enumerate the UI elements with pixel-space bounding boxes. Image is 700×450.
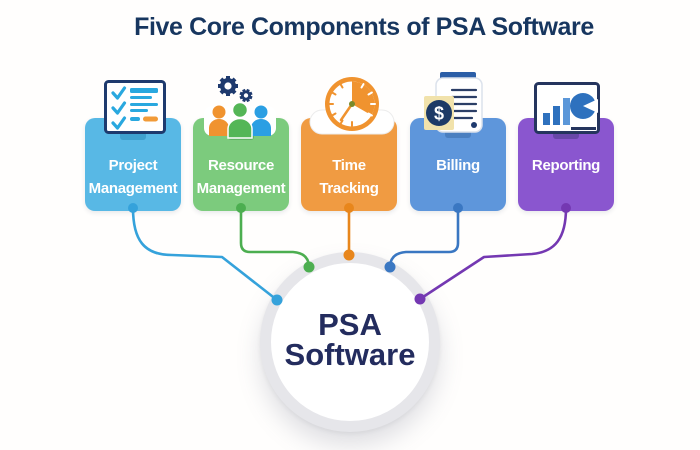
label-line: Management: [196, 180, 286, 197]
team-gears-icon: [198, 72, 282, 140]
label-line: Reporting: [531, 157, 601, 174]
card-label-project-management: Project Management: [85, 154, 181, 200]
connector-project-management: [131, 206, 279, 302]
label-line: Project: [108, 157, 158, 174]
clock-icon: [308, 74, 396, 138]
bar-pie-chart-icon: [534, 82, 600, 134]
hub-title-line2: Software: [284, 337, 416, 372]
card-label-billing: Billing: [410, 154, 506, 177]
label-line: Resource: [208, 157, 274, 174]
connector-billing: [388, 206, 460, 268]
psa-software-hub: PSA Software: [260, 252, 440, 432]
invoice-dollar-icon: $: [424, 70, 496, 136]
card-label-reporting: Reporting: [518, 154, 614, 177]
icon-tab: [120, 130, 146, 140]
card-label-resource-management: Resource Management: [193, 154, 289, 200]
checklist-icon: [104, 80, 166, 134]
icon-tab: [445, 128, 471, 138]
label-line: Time: [332, 157, 366, 174]
label-line: Tracking: [319, 180, 379, 197]
connector-reporting: [418, 206, 568, 301]
label-line: Management: [88, 180, 178, 197]
label-line: Billing: [436, 157, 480, 174]
card-label-time-tracking: Time Tracking: [301, 154, 397, 200]
page-title: Five Core Components of PSA Software: [134, 13, 594, 41]
icon-tab: [553, 129, 579, 139]
connector-resource-management: [239, 206, 311, 268]
hub-title-line1: PSA: [318, 307, 382, 342]
svg-text:$: $: [434, 104, 444, 124]
